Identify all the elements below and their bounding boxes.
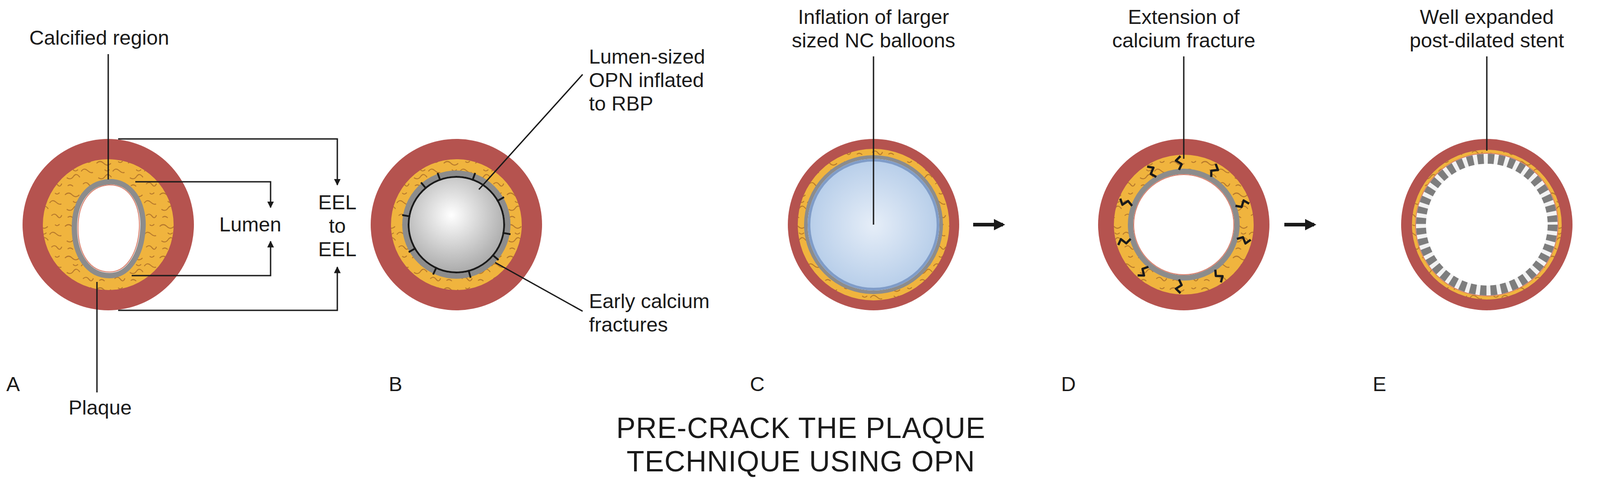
calcium-crack (1176, 279, 1182, 294)
fracture-tick (472, 172, 476, 181)
callout-label: Well expanded post-dilated stent (1401, 5, 1573, 53)
calcium-crack (1211, 163, 1219, 177)
callout-label: Extension of calcium fracture (1098, 5, 1270, 53)
calcium-crack (1235, 200, 1250, 207)
leader-line-c (873, 56, 875, 225)
panel-letter: E (1372, 372, 1400, 396)
calcium-crack (1120, 198, 1132, 206)
leader-lines-b (478, 74, 583, 312)
callout-label: Lumen (205, 212, 296, 237)
callout-label: Early calcium fractures (588, 289, 752, 337)
panel-letter: C (749, 372, 778, 396)
step-arrow (973, 222, 1003, 227)
leader-line-d (1183, 56, 1185, 159)
fracture-tick (496, 197, 505, 202)
calcium-crack (1147, 166, 1157, 177)
panel-letter: A (6, 372, 34, 396)
panel-letter: D (1061, 372, 1089, 396)
calcium-crack (1215, 269, 1223, 283)
calcium-crack (1118, 239, 1132, 246)
figure-caption: PRE-CRACK THE PLAQUE TECHNIQUE USING OPN (575, 411, 1027, 479)
callout-label: Lumen-sized OPN inflated to RBP (588, 45, 720, 115)
leader-line-e (1486, 56, 1488, 151)
callout-label: Inflation of larger sized NC balloons (778, 5, 969, 53)
vessel-d (1098, 138, 1270, 311)
fracture-tick (502, 232, 511, 235)
calcium-crack (1137, 266, 1149, 276)
callout-label: EEL to EEL (312, 190, 363, 261)
fracture-tick (402, 215, 411, 217)
calcium-crack (1236, 237, 1251, 244)
fracture-tick (437, 172, 441, 181)
calcium-cracks (1118, 156, 1251, 294)
fracture-ticks (402, 172, 511, 278)
callout-label: Calcified region (4, 26, 194, 50)
fracture-tick (492, 254, 499, 261)
fracture-tick (432, 266, 437, 275)
panel-letter: B (388, 372, 416, 396)
calcium-crack (1176, 156, 1182, 170)
vessel-b (370, 138, 543, 311)
fracture-tick (408, 248, 416, 253)
fracture-tick (468, 270, 471, 278)
vessel-e (1401, 138, 1573, 311)
step-arrow (1284, 222, 1315, 227)
callout-label: Plaque (45, 395, 155, 420)
leader-lines-a (96, 54, 338, 393)
fracture-tick (421, 182, 427, 189)
